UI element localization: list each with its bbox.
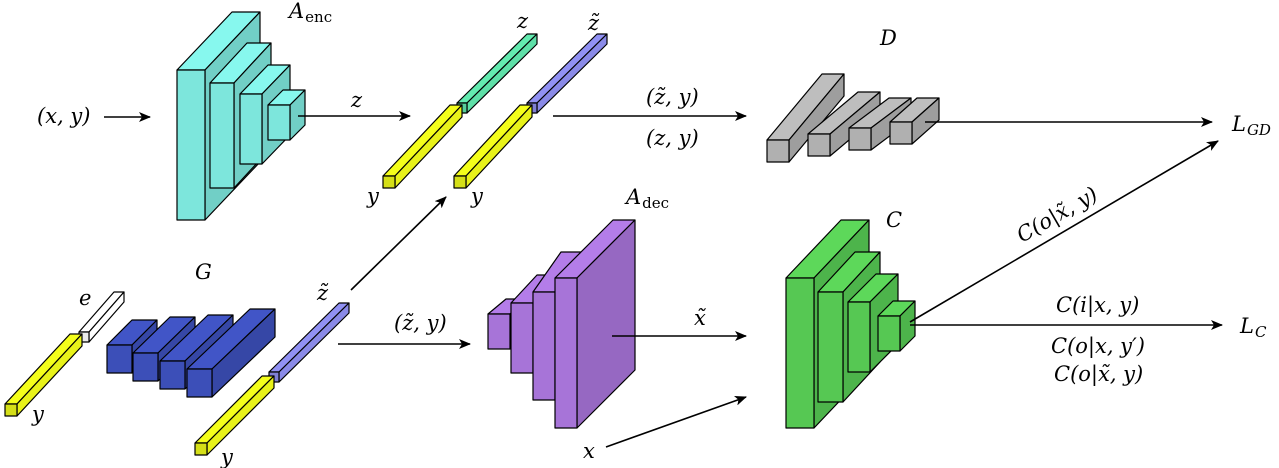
- label-xtilde: x̃: [694, 306, 706, 330]
- generator-block: [106, 308, 276, 398]
- ztilde-vector-gen-top: [268, 302, 350, 373]
- label-z-arrow: z: [350, 88, 363, 112]
- vectors: [4, 33, 608, 456]
- classifier-block: [785, 219, 916, 429]
- label-a-dec: Adec: [624, 185, 669, 212]
- label-ztilde-top: z̃: [587, 11, 600, 35]
- decoder-layer-1-front: [487, 313, 511, 350]
- y-vector-enc-left: [382, 104, 463, 189]
- encoder-block: [176, 11, 306, 221]
- label-y-enc-left: y: [366, 184, 380, 208]
- labels: (x, y) Aenc z z z̃ y y (z̃, y) (z, y) D …: [31, 0, 1271, 468]
- discriminator-layer-1-front: [766, 139, 790, 163]
- y-vector-gen-cap: [4, 403, 18, 417]
- generator-layer-2-front: [132, 352, 159, 382]
- decoder-block: [487, 219, 636, 429]
- discriminator-layer-3-front: [848, 127, 872, 151]
- z-vector-face: [466, 33, 538, 114]
- label-g: G: [195, 260, 212, 284]
- decoder-layer-4-front: [554, 277, 578, 429]
- y-vector-gen-face: [16, 333, 83, 417]
- encoder-layer-4-front: [267, 104, 291, 141]
- y-vector-enc-right-top: [453, 104, 533, 177]
- classifier-layer-4: [877, 300, 916, 352]
- decoder-layer-2-front: [510, 302, 534, 374]
- ztilde-vector-face: [536, 33, 608, 114]
- y-vector-gen-out: [194, 375, 275, 456]
- encoder-layer-3-front: [239, 93, 263, 165]
- arrow-generator-ztilde-up: [350, 196, 447, 291]
- label-z-top: z: [516, 9, 529, 33]
- label-e: e: [79, 286, 91, 310]
- discriminator-layer-4: [889, 97, 940, 145]
- discriminator-layer-2-front: [807, 133, 831, 157]
- classifier-layer-2-front: [817, 291, 844, 403]
- label-c-o-xtilde-y-diag: C(o|x̃, y): [1013, 182, 1103, 248]
- label-y-enc-right: y: [470, 184, 484, 208]
- encoder-layer-1-front: [176, 69, 206, 221]
- discriminator-layer-1: [766, 73, 845, 163]
- label-c-o-x-yprime: C(o|x, y′): [1051, 334, 1145, 359]
- arrow-classifier-to-lgd: [909, 140, 1219, 323]
- generator-layer-3-front: [159, 360, 186, 390]
- arrows: [104, 111, 1223, 448]
- label-y-gen: y: [31, 402, 45, 426]
- label-c-o-xtilde-y-lower: C(o|x̃, y): [1054, 362, 1143, 387]
- y-vector-enc-right-cap: [453, 175, 467, 189]
- encoder-layer-4: [267, 89, 306, 141]
- arrow-x-to-classifier: [605, 395, 747, 448]
- label-z-y: (z, y): [646, 126, 699, 150]
- label-c: C: [886, 208, 902, 232]
- y-vector-enc-left-cap: [382, 175, 396, 189]
- label-c-i-x-y: C(i|x, y): [1056, 293, 1139, 318]
- generator-layer-4: [186, 308, 276, 398]
- y-vector-enc-right-face: [465, 104, 533, 189]
- label-d: D: [879, 26, 897, 50]
- label-ztilde-y-mid: (z̃, y): [394, 311, 447, 335]
- label-y-gen-out: y: [220, 445, 234, 468]
- decoder-layer-3-front: [532, 291, 556, 401]
- y-vector-gen-top: [4, 333, 83, 405]
- ztilde-vector-gen-face: [278, 302, 350, 383]
- classifier-layer-1-front: [785, 277, 815, 429]
- label-x-input: x: [583, 439, 595, 463]
- z-vector: [456, 33, 538, 114]
- generator-layer-1-front: [106, 344, 133, 374]
- label-l-c: LC: [1239, 314, 1267, 341]
- y-vector-enc-left-face: [394, 104, 463, 189]
- encoder-layer-2-front: [209, 82, 235, 189]
- y-vector-enc-right: [453, 104, 533, 189]
- z-vector-top: [456, 33, 538, 104]
- classifier-layer-4-front: [877, 315, 901, 352]
- ztilde-vector-gen: [268, 302, 350, 383]
- label-l-gd: LGD: [1231, 112, 1271, 139]
- y-vector-gen: [4, 333, 83, 417]
- decoder-layer-4: [554, 219, 636, 429]
- generator-layer-4-front: [186, 368, 213, 398]
- label-ztilde-gen: z̃: [316, 281, 329, 305]
- label-ztilde-y-top: (z̃, y): [646, 85, 699, 109]
- classifier-layer-3-front: [847, 301, 871, 373]
- discriminator-block: [766, 73, 940, 163]
- label-a-enc: Aenc: [287, 0, 332, 26]
- noise-vector-e: [78, 291, 125, 343]
- ztilde-vector-top: [526, 33, 608, 104]
- label-input-x-y: (x, y): [37, 104, 90, 128]
- discriminator-layer-4-front: [889, 121, 913, 145]
- ztilde-vector: [526, 33, 608, 114]
- y-vector-gen-out-cap: [194, 442, 208, 456]
